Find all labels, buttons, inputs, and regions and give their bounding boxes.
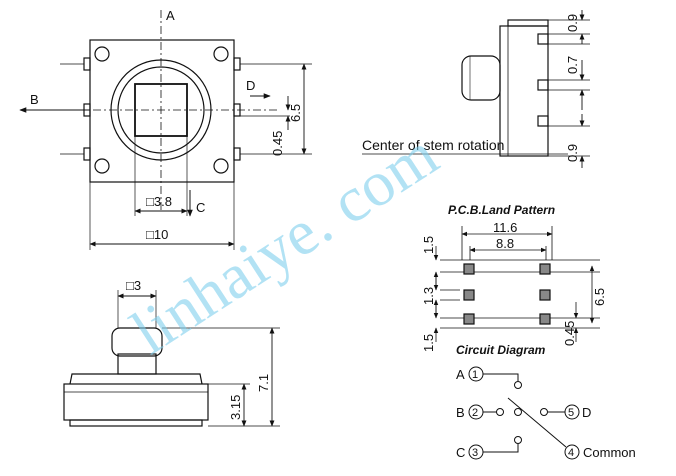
front-dim-stem: □3 [126,278,141,293]
pcb-pad [463,313,475,325]
dim-stem-size: □3.8 [146,194,172,209]
pcb-pad [539,313,551,325]
label-b: B [30,92,39,107]
side-stem [461,55,501,101]
dim-0.45: 0.45 [270,131,285,156]
front-dim-3.15: 3.15 [228,395,243,420]
pin-tl [83,57,91,71]
pcb-dim-inner: 8.8 [496,236,514,251]
pin-br [233,147,241,161]
terminal-3-number: 3 [472,447,478,459]
front-stem-neck [117,353,157,375]
dim-0.7: 0.7 [565,56,580,74]
pin-tr [233,57,241,71]
terminal-4-number: 4 [568,447,574,459]
circuit-label-d: D [582,405,591,420]
side-body [499,25,549,157]
terminal-2-number: 2 [472,407,478,419]
pcb-pads [463,263,551,325]
front-stem-cap [111,327,163,357]
circuit-title: Circuit Diagram [456,343,546,357]
switch-actuator-line [507,397,567,448]
side-view [362,10,590,168]
front-bottom-lip [69,419,203,427]
circuit-label-common: Common [583,445,636,460]
front-shoulder [69,373,203,385]
pcb-pad [539,263,551,275]
pcb-dim-0.45-label: 0.45 [562,321,577,346]
front-dim-7.1: 7.1 [256,374,271,392]
contact-1 [514,381,522,389]
circuit-label-c: C [456,445,465,460]
pcb-dim-6.5-label: 6.5 [592,288,607,306]
circuit-label-b: B [456,405,465,420]
label-c: C [196,200,205,215]
front-view [63,290,280,427]
terminal-4-circle [564,444,580,460]
pcb-title: P.C.B.Land Pattern [448,203,555,217]
stem-inner-ring [117,66,205,154]
center-of-stem-rotation-label: Center of stem rotation [362,137,504,153]
corner-hole-bl [94,158,110,174]
dim-body-size: □10 [146,227,168,242]
label-d: D [246,78,255,93]
pcb-pad [463,289,475,301]
pcb-dim-1.3: 1.3 [421,287,436,305]
circuit-diagram [468,366,580,460]
contact-5 [540,408,548,416]
top-view [19,10,312,250]
corner-hole-tl [94,46,110,62]
dim-top-0.9: 0.9 [565,14,580,32]
pcb-pad [539,289,551,301]
pin-bl [83,147,91,161]
pcb-dim-outer: 11.6 [493,220,517,235]
contact-2 [496,408,504,416]
pcb-dim-1.5-top: 1.5 [421,236,436,254]
stem-square [134,83,188,137]
pcb-pad [463,263,475,275]
dim-6.5: 6.5 [288,104,303,122]
contact-center [514,408,522,416]
pcb-dim-1.5-bottom: 1.5 [421,334,436,352]
side-top-cap [507,19,549,27]
terminal-1-number: 1 [472,369,478,381]
terminal-5-number: 5 [568,407,574,419]
front-base [63,383,209,421]
label-a: A [166,8,175,23]
dim-bottom-0.9: 0.9 [565,144,580,162]
corner-hole-tr [213,46,229,62]
corner-hole-br [213,158,229,174]
contact-3 [514,436,522,444]
circuit-label-a: A [456,367,465,382]
